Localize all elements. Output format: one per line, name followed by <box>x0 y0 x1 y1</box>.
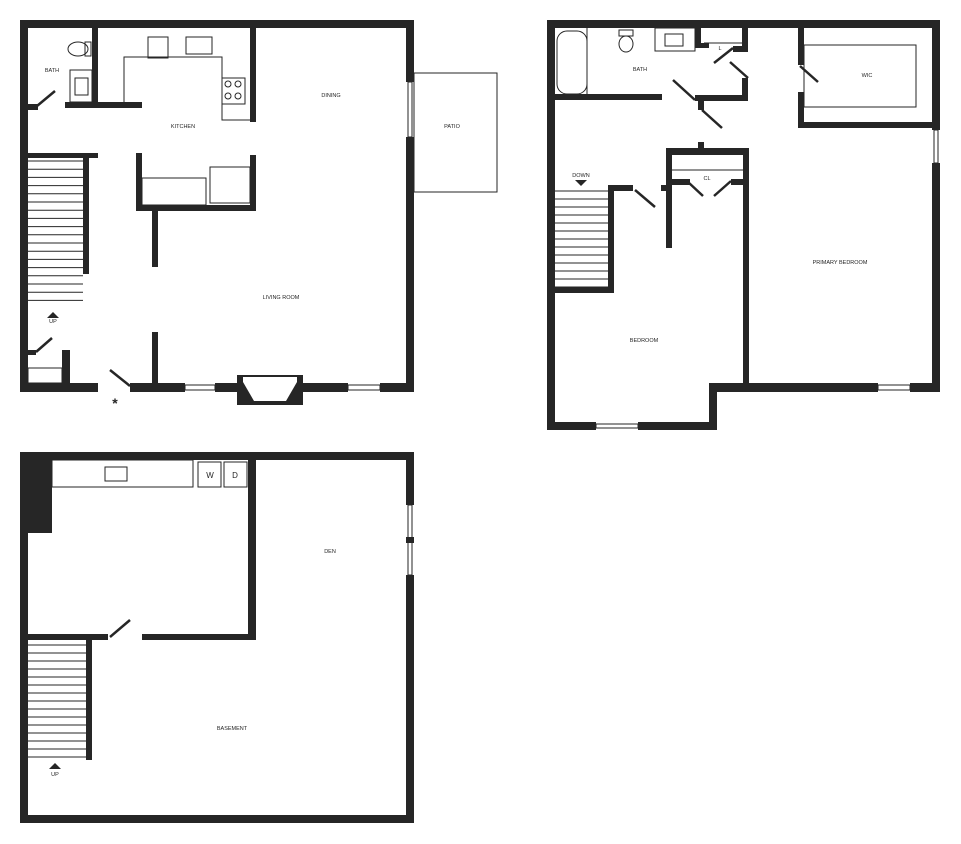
room-label-basement: BASEMENT <box>217 726 248 732</box>
fireplace <box>237 375 303 405</box>
first-floor: BATH KITCHEN DINING PATIO LIVING ROOM UP… <box>20 20 498 411</box>
second-floor-doors <box>634 47 819 208</box>
up-arrow-icon <box>49 763 61 769</box>
bath-sink-icon <box>69 69 93 103</box>
room-label-linen: L <box>718 46 721 52</box>
dryer-icon <box>223 461 248 488</box>
room-label-den: DEN <box>324 549 336 555</box>
fridge-icon <box>147 36 169 59</box>
room-label-dining: DINING <box>321 93 340 99</box>
first-floor-walls <box>20 20 414 392</box>
down-arrow-icon <box>575 180 587 186</box>
room-label-closet: CL <box>703 176 710 182</box>
bathtub-icon <box>556 30 588 95</box>
stairs <box>555 190 608 288</box>
toilet-icon <box>67 41 89 57</box>
entry-marker: * <box>112 395 118 411</box>
utility-sink-icon <box>104 466 128 482</box>
dishwasher-icon <box>209 166 251 204</box>
stove-icon <box>221 77 246 105</box>
door <box>35 337 53 353</box>
first-floor-fixtures <box>27 36 251 384</box>
patio <box>413 72 498 193</box>
up-arrow-icon <box>47 312 59 318</box>
island-counter <box>141 177 207 206</box>
basement-fixtures: W D <box>51 459 248 488</box>
basement-walls <box>20 452 414 823</box>
door <box>36 90 56 107</box>
kitchen-sink-icon <box>185 36 213 55</box>
room-label-wic: WIC <box>862 73 873 79</box>
stairs <box>28 644 86 758</box>
washer-icon <box>197 461 222 488</box>
first-floor-doors <box>35 90 131 387</box>
basement: W D DEN BASEMENT UP <box>20 452 414 823</box>
dryer-label: D <box>232 471 238 480</box>
second-floor-walls <box>547 20 940 430</box>
door <box>109 619 131 638</box>
stairs-up-label: UP <box>51 772 59 778</box>
bath-sink-icon <box>654 27 696 52</box>
room-label-bedroom: BEDROOM <box>630 338 659 344</box>
washer-label: W <box>206 471 214 480</box>
room-label-living-room: LIVING ROOM <box>263 295 300 301</box>
stairs-down-label: DOWN <box>572 173 589 179</box>
room-label-bath: BATH <box>45 68 59 74</box>
room-label-primary-bedroom: PRIMARY BEDROOM <box>813 260 868 266</box>
stairs-up-label: UP <box>49 319 57 325</box>
toilet-icon <box>618 35 634 53</box>
wic-shelving <box>803 44 917 108</box>
front-door <box>109 369 131 387</box>
room-label-kitchen: KITCHEN <box>171 124 195 130</box>
room-label-bath: BATH <box>633 67 647 73</box>
stairs <box>28 160 83 301</box>
second-floor-fixtures <box>556 27 917 171</box>
kitchen-counter <box>123 56 250 121</box>
utility-counter <box>51 459 194 488</box>
room-label-patio: PATIO <box>444 124 460 130</box>
second-floor: BATH L WIC CL DOWN PRIMARY BEDROOM BEDRO… <box>547 20 940 430</box>
